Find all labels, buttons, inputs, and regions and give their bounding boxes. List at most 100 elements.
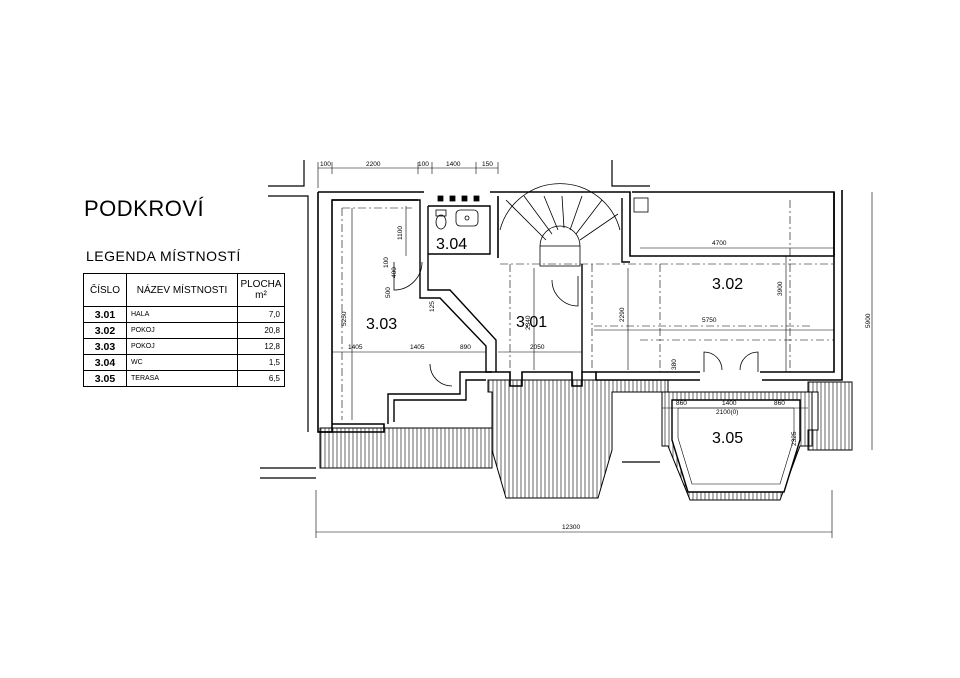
stair-inner-arc (539, 225, 581, 247)
washbasin (455, 209, 479, 227)
page-title: PODKROVÍ (84, 196, 205, 221)
dim-label: 125 (429, 301, 436, 312)
room-label-305: 3.05 (712, 430, 743, 447)
front-bay-deck (487, 379, 669, 499)
terrace-305-floor (671, 399, 801, 493)
legend-row: 3.03 POKOJ 12,8 (83, 338, 285, 355)
dim-label: 100 (418, 161, 429, 168)
stair-outer-arc (499, 183, 621, 231)
dim-label: 890 (460, 344, 471, 351)
left-balcony-deck (319, 427, 493, 469)
legend-room-number: 3.03 (83, 338, 127, 355)
dim-label: 150 (482, 161, 493, 168)
legend-room-number: 3.05 (83, 370, 127, 387)
dim-label: 5250 (341, 311, 348, 326)
room-label-302: 3.02 (712, 276, 743, 293)
wall-303-inner-offset (427, 206, 497, 372)
legend-header-area: PLOCHA m² (237, 273, 285, 307)
door-301-swing (551, 276, 579, 307)
legend-room-area: 20,8 (237, 322, 285, 339)
wall-303-bottom (387, 371, 492, 424)
door-303-balcony-swing (429, 363, 453, 387)
door-305-right-leaf (739, 351, 759, 372)
vent-2 (449, 195, 456, 202)
context-right-top (611, 160, 650, 187)
door-305-left-leaf (703, 351, 723, 372)
legend-row: 3.05 TERASA 6,5 (83, 370, 285, 387)
legend-header-number: ČÍSLO (83, 273, 127, 307)
legend-header-row: ČÍSLO NÁZEV MÍSTNOSTI PLOCHA m² (83, 273, 285, 307)
stair-step (575, 199, 603, 235)
dim-label: 380 (671, 359, 678, 370)
dim-label: 5750 (702, 317, 717, 324)
dim-label: 2325 (791, 431, 798, 446)
room-label-303: 3.03 (366, 316, 397, 333)
right-inner-wall (760, 192, 835, 373)
interior-walls (332, 198, 630, 424)
right-balcony-deck (807, 381, 853, 451)
basin-drain-icon (464, 215, 470, 221)
dim-label: 2340 (525, 315, 532, 330)
dim-label: 2290 (619, 307, 626, 322)
legend-room-name: TERASA (126, 370, 238, 387)
legend-room-number: 3.04 (83, 354, 127, 371)
legend-room-area: 6,5 (237, 370, 285, 387)
door-303-swing (393, 261, 423, 291)
dim-label: 12300 (562, 524, 580, 531)
dim-label: 4700 (712, 240, 727, 247)
dim-label: 860 (676, 400, 687, 407)
room-legend-table: ČÍSLO NÁZEV MÍSTNOSTI PLOCHA m² 3.01 HAL… (83, 273, 285, 387)
vent-4 (473, 195, 480, 202)
roof-slope-lines (341, 200, 834, 420)
vent-3 (461, 195, 468, 202)
room-label-301: 3.01 (516, 314, 547, 331)
dim-label: 2050 (530, 344, 545, 351)
legend-header-area-label: PLOCHA (240, 279, 282, 290)
wall-stair-right (621, 198, 630, 263)
stair-step (543, 195, 559, 231)
stair-step (561, 195, 565, 229)
context-lines (260, 160, 660, 479)
dim-label: 2200 (366, 161, 381, 168)
legend-row: 3.02 POKOJ 20,8 (83, 322, 285, 339)
legend-row: 3.01 HALA 7,0 (83, 306, 285, 323)
doors (393, 197, 759, 387)
dim-label: 1400 (722, 400, 737, 407)
stair-step (523, 195, 553, 235)
dim-label: 5900 (865, 313, 872, 328)
right-outer-wall (762, 190, 843, 381)
context-left (268, 195, 309, 432)
spiral-staircase (499, 183, 621, 267)
dimension-lines (315, 162, 873, 538)
window-frame-302 (633, 197, 649, 213)
dim-label: 1100 (397, 226, 404, 240)
stair-landing (539, 245, 581, 267)
front-wall-302 (595, 371, 700, 381)
dim-label: 3900 (777, 281, 784, 296)
legend-title: LEGENDA MÍSTNOSTÍ (86, 248, 241, 264)
front-wall-301 (492, 371, 596, 387)
dim-label: 100 (320, 161, 331, 168)
dimension-labels: 100 2200 100 1400 150 4700 5750 1405 140… (320, 161, 872, 531)
legend-header-area-unit: m² (255, 290, 267, 301)
dim-label: 1405 (410, 344, 425, 351)
dim-label: 400 (391, 267, 398, 278)
room-label-304: 3.04 (436, 236, 467, 253)
context-left-top (268, 160, 305, 187)
front-wall-303 (318, 423, 385, 433)
dim-label: 860 (774, 400, 785, 407)
toilet-tank (435, 209, 447, 217)
legend-room-area: 7,0 (237, 306, 285, 323)
outer-walls (317, 190, 843, 433)
dim-label: 1400 (446, 161, 461, 168)
toilet-bowl-icon (435, 214, 447, 230)
dim-label: 2100(0) (716, 409, 738, 416)
stair-step (505, 199, 547, 241)
vent-1 (437, 195, 444, 202)
top-wall-stair (490, 191, 835, 257)
wc-fixtures (435, 195, 480, 230)
wall-304 (428, 205, 491, 255)
dim-label: 1405 (348, 344, 363, 351)
wall-303-bottom-inner (393, 379, 486, 422)
